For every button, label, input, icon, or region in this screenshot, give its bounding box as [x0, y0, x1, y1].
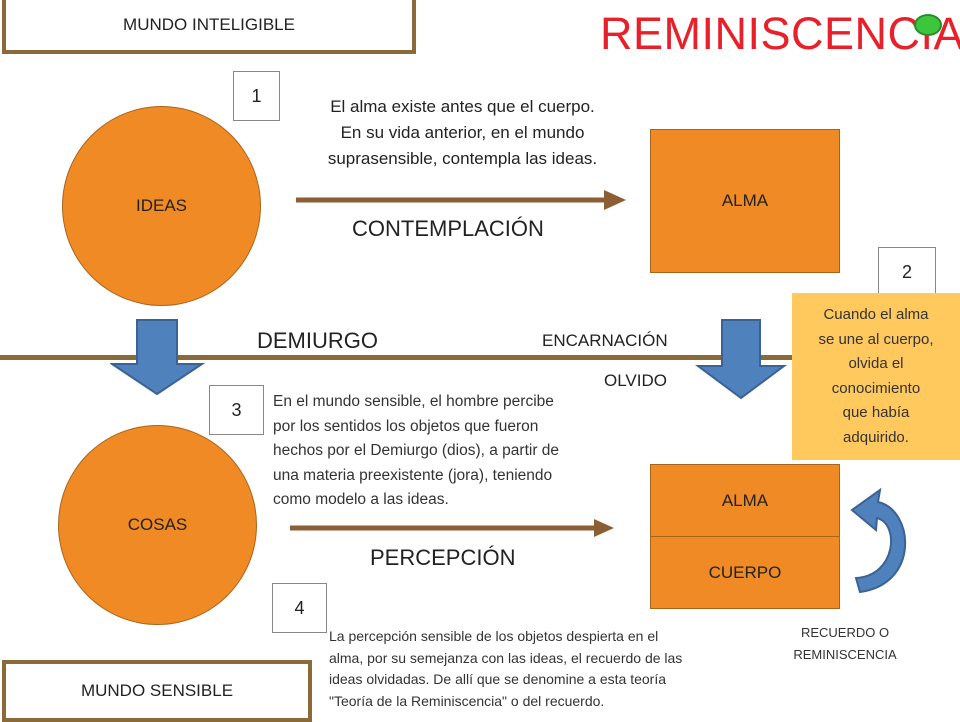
- cuerpo-box: CUERPO: [650, 536, 840, 609]
- alma-box-top: ALMA: [650, 129, 840, 273]
- note-2-line-4: conocimiento: [831, 379, 921, 397]
- text-1-line-1: El alma existe antes que el cuerpo.: [330, 97, 595, 116]
- text-1-line-2: En su vida anterior, en el mundo: [340, 123, 585, 142]
- text-block-3: En el mundo sensible, el hombre percibe …: [273, 390, 653, 513]
- recuerdo-line-2: REMINISCENCIA: [793, 647, 897, 662]
- mundo-inteligible-label: MUNDO INTELIGIBLE: [2, 0, 416, 54]
- ideas-circle: IDEAS: [62, 106, 261, 306]
- alma-label-bottom: ALMA: [721, 490, 769, 510]
- demiurgo-down-arrow: [110, 319, 206, 396]
- text-3-line-2: por los sentidos los objetos que fueron: [273, 417, 539, 435]
- text-4-line-2: alma, por su semejanza con las ideas, el…: [329, 649, 683, 666]
- contemplacion-label: CONTEMPLACIÓN: [352, 216, 544, 241]
- encarnacion-label: ENCARNACIÓN: [542, 331, 668, 350]
- text-3-line-4: una materia preexistente (jora), teniend…: [273, 466, 553, 484]
- percepcion-arrow: [290, 519, 614, 537]
- text-3-line-5: como modelo a las ideas.: [273, 491, 449, 508]
- alma-box-bottom: ALMA: [650, 464, 840, 537]
- recuerdo-label: RECUERDO O REMINISCENCIA: [770, 622, 920, 666]
- text-4-line-1: La percepción sensible de los objetos de…: [329, 628, 659, 644]
- alma-label-top: ALMA: [721, 191, 769, 210]
- step-number-2: 2: [878, 247, 936, 297]
- text-4-line-4: "Teoría de la Reminiscencia" o del recue…: [329, 692, 605, 709]
- world-divider-line: [0, 355, 960, 360]
- step-number-4: 4: [272, 583, 327, 633]
- recuerdo-curved-arrow-icon: [850, 487, 906, 594]
- note-2: Cuando el alma se une al cuerpo, olvida …: [792, 293, 960, 460]
- note-2-line-3: olvida el: [848, 355, 904, 372]
- text-3-line-1: En el mundo sensible, el hombre percibe: [273, 393, 554, 410]
- cuerpo-label: CUERPO: [708, 562, 782, 582]
- note-2-line-6: adquirido.: [843, 428, 909, 446]
- cosas-label: COSAS: [127, 515, 188, 534]
- text-block-1: El alma existe antes que el cuerpo. En s…: [280, 94, 645, 172]
- note-2-line-1: Cuando el alma: [823, 306, 929, 323]
- percepcion-label: PERCEPCIÓN: [370, 545, 516, 570]
- cosas-circle: COSAS: [58, 425, 257, 625]
- olvido-label: OLVIDO: [604, 371, 667, 390]
- demiurgo-label: DEMIURGO: [257, 328, 378, 353]
- page-title: REMINISCENCIA: [600, 8, 960, 59]
- green-dot-icon: [914, 14, 942, 36]
- note-2-line-2: se une al cuerpo,: [818, 330, 934, 348]
- text-3-line-3: hechos por el Demiurgo (dios), a partir …: [273, 442, 560, 459]
- text-block-4: La percepción sensible de los objetos de…: [329, 626, 749, 712]
- ideas-label: IDEAS: [135, 196, 188, 215]
- note-2-line-5: que había: [842, 404, 910, 421]
- text-4-line-3: ideas olvidadas. De allí que se denomine…: [329, 671, 666, 687]
- recuerdo-line-1: RECUERDO O: [800, 625, 890, 640]
- contemplacion-arrow: [296, 190, 626, 210]
- mundo-sensible-label: MUNDO SENSIBLE: [2, 660, 312, 722]
- text-1-line-3: suprasensible, contempla las ideas.: [327, 149, 598, 168]
- step-number-3: 3: [209, 385, 264, 435]
- encarnacion-down-arrow: [694, 319, 788, 400]
- step-number-1: 1: [233, 71, 280, 121]
